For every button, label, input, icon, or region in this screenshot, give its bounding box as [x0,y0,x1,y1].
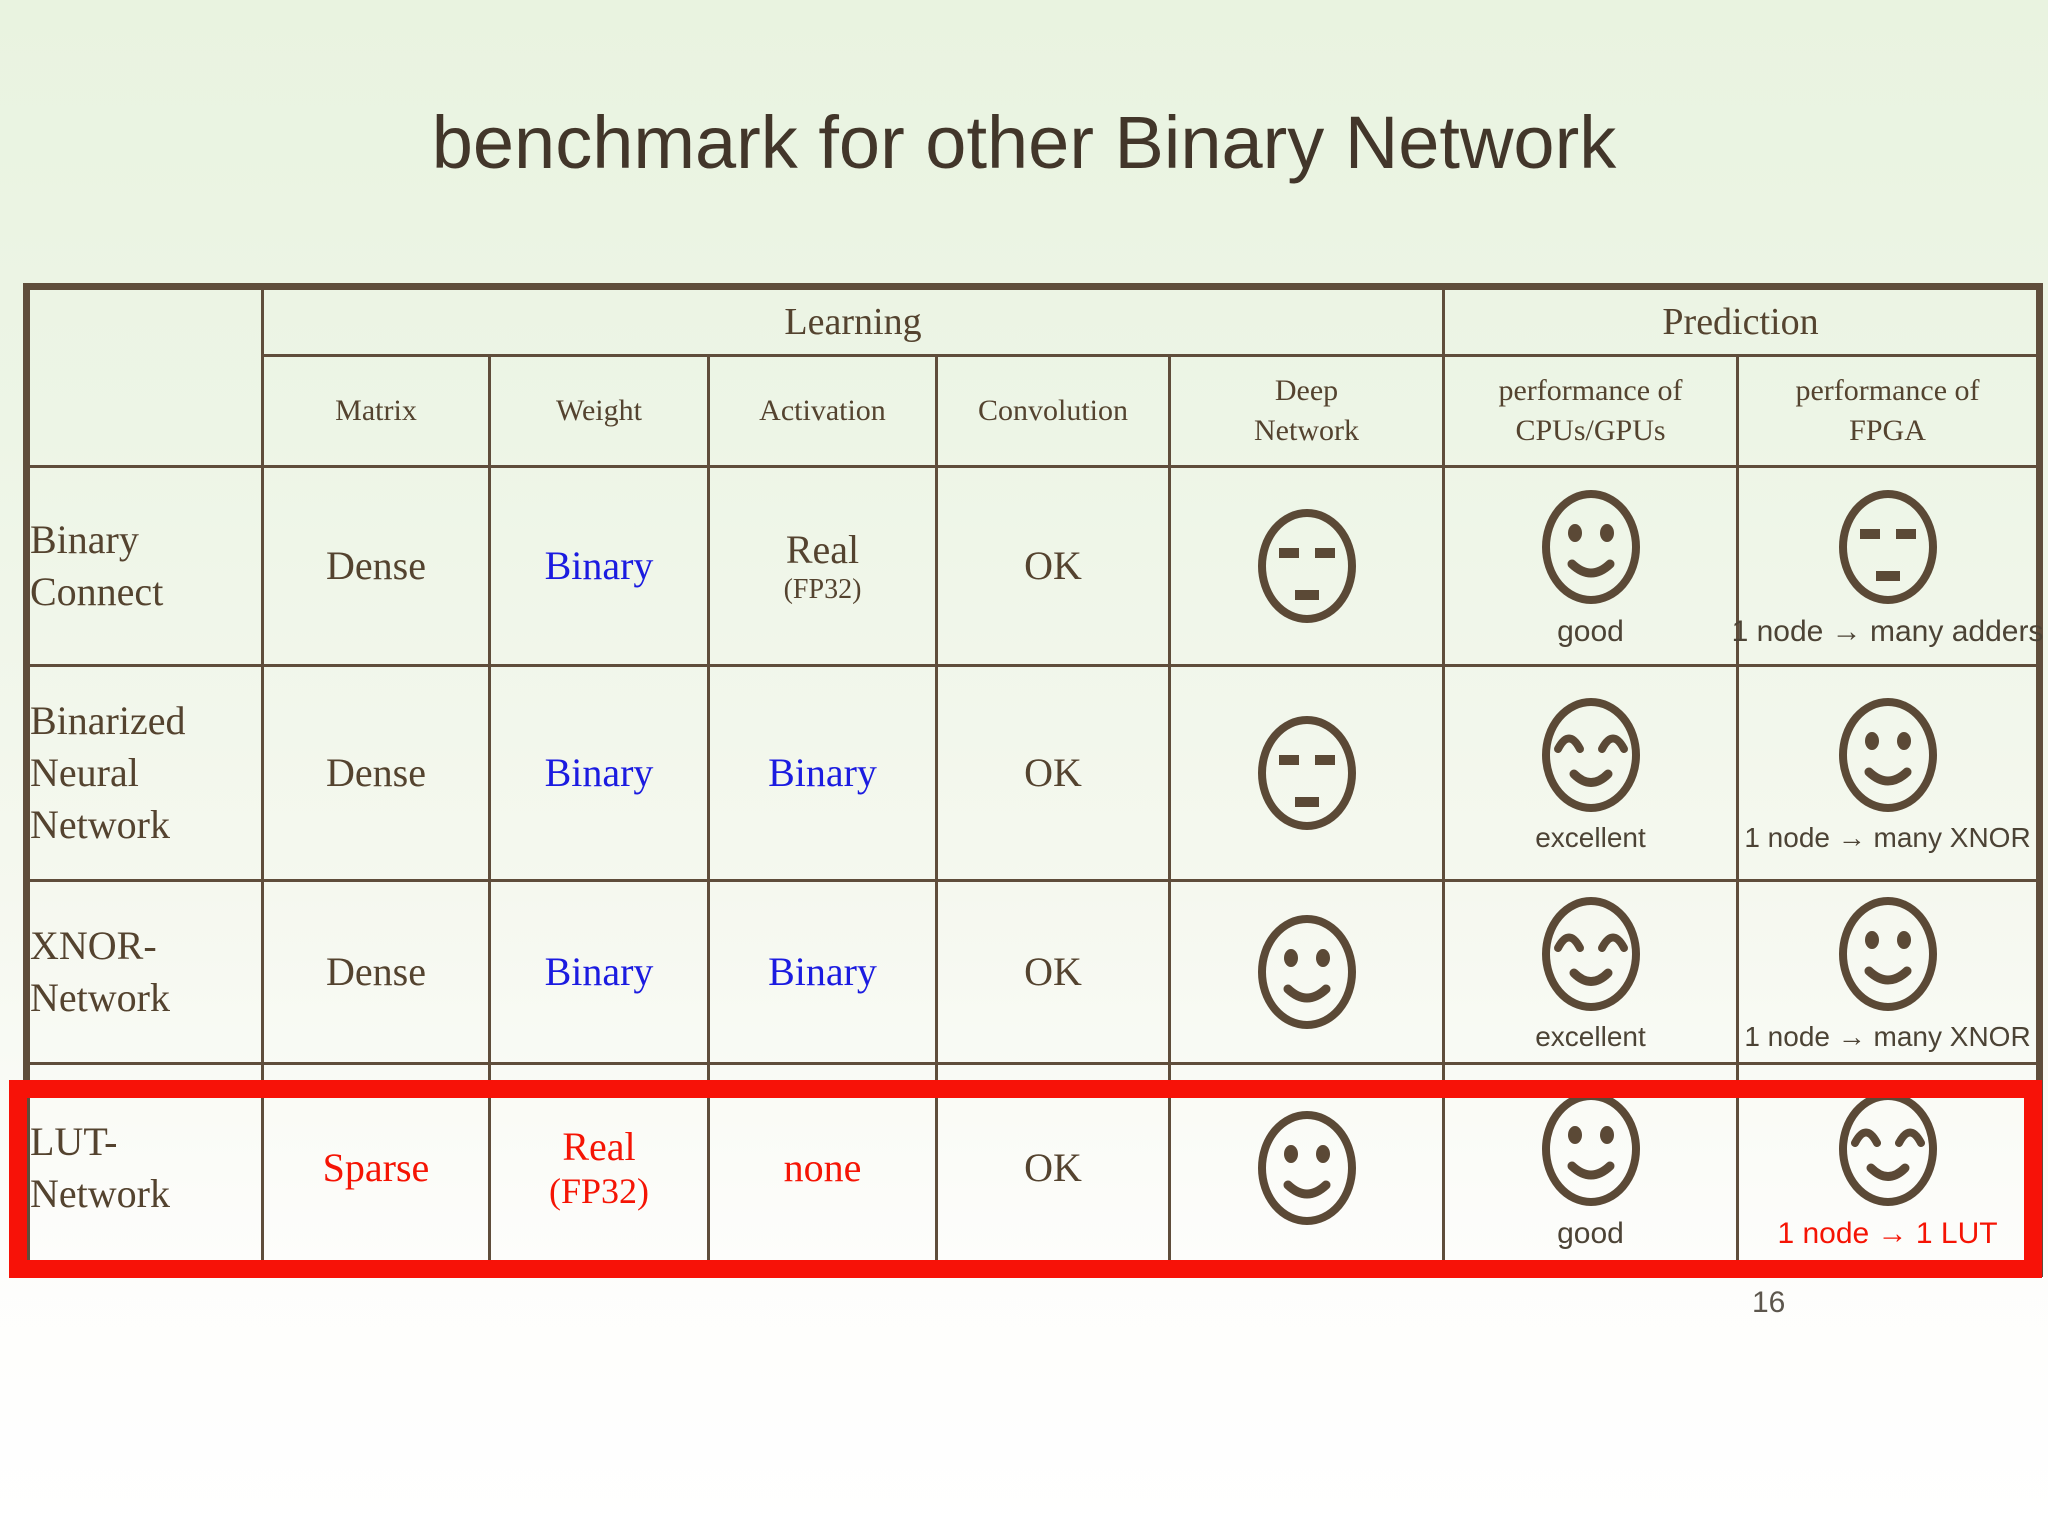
table-row-xnor-network: XNOR- Network Dense Binary Binary OK exc… [25,879,2042,1065]
cell-convolution: OK [935,1062,1171,1275]
smile-face-icon [1171,1105,1442,1231]
cell-matrix: Dense [261,879,491,1065]
cell-cpus-gpus: excellent [1442,879,1739,1065]
cell-deep-network [1168,465,1445,667]
face-label: excellent [1535,1021,1646,1053]
column-header-weight: Weight [488,354,710,468]
row-label-binary-connect: Binary Connect [25,465,264,667]
cell-cpus-gpus: good [1442,465,1739,667]
cell-convolution: OK [935,664,1171,882]
cell-weight: Binary [488,879,710,1065]
benchmark-table: Learning Prediction Matrix Weight Activa… [23,283,2043,1277]
face-label: good [1557,615,1624,648]
table-corner-cell [25,285,264,468]
cell-deep-network [1168,879,1445,1065]
cell-weight: Binary [488,664,710,882]
table-row-binary-connect: Binary Connect Dense Binary Real(FP32) O… [25,465,2043,667]
happy-face-icon [1539,692,1643,818]
group-header-prediction: Prediction [1441,285,2042,357]
cell-fpga: 1 node → 1 LUT [1735,1062,2042,1275]
neutral-face-icon [1171,710,1442,836]
face-label: 1 node → many XNOR [1744,1021,2031,1053]
cell-activation: Binary [707,664,938,882]
cell-activation: none [707,1062,938,1275]
table-row-lut-network: LUT- Network Sparse Real(FP32) none OK g… [25,1062,2042,1275]
face-label: 1 node → many adders [1731,615,2044,648]
column-header-fpga: performance of FPGA [1735,354,2042,468]
column-header-convolution: Convolution [935,354,1171,468]
cell-deep-network [1168,1062,1445,1275]
cell-weight: Binary [488,465,710,667]
column-header-deep-network: Deep Network [1168,354,1445,468]
cell-matrix: Sparse [261,1062,491,1275]
cell-fpga: 1 node → many adders [1732,465,2043,667]
cell-activation: Binary [707,879,938,1065]
page-title: benchmark for other Binary Network [431,101,1617,184]
face-label: excellent [1535,822,1646,854]
row-label-lut-network: LUT- Network [25,1062,264,1275]
happy-face-icon [1836,1086,1940,1212]
cell-deep-network [1168,664,1445,882]
cell-convolution: OK [935,465,1171,667]
smile-face-icon [1836,891,1940,1017]
face-label: 1 node → 1 LUT [1777,1216,1998,1250]
cell-cpus-gpus: excellent [1442,664,1739,882]
face-label: good [1557,1216,1624,1250]
smile-face-icon [1539,1086,1643,1212]
neutral-face-icon [1836,484,1940,610]
neutral-face-icon [1171,503,1442,629]
smile-face-icon [1539,484,1643,610]
smile-face-icon [1171,909,1442,1035]
face-label: 1 node → many XNOR [1744,822,2031,854]
cell-fpga: 1 node → many XNOR [1735,664,2042,882]
group-header-learning: Learning [261,285,1445,357]
cell-cpus-gpus: good [1442,1062,1739,1275]
cell-activation: Real(FP32) [707,465,938,667]
cell-convolution: OK [935,879,1171,1065]
cell-matrix: Dense [261,465,491,667]
cell-fpga: 1 node → many XNOR [1735,879,2042,1065]
column-header-row: Matrix Weight Activation Convolution Dee… [27,354,2042,468]
row-label-xnor-network: XNOR- Network [25,879,264,1065]
row-label-binarized-neural-network: Binarized Neural Network [25,664,264,882]
group-header-row: Learning Prediction [25,285,2042,468]
page-number: 16 [1752,1286,1786,1319]
cell-weight: Real(FP32) [488,1062,710,1275]
column-header-activation: Activation [707,354,938,468]
column-header-cpus-gpus: performance of CPUs/GPUs [1442,354,1739,468]
table-row-binarized-neural-network: Binarized Neural Network Dense Binary Bi… [25,664,2042,882]
column-header-matrix: Matrix [261,354,491,468]
happy-face-icon [1539,891,1643,1017]
cell-matrix: Dense [261,664,491,882]
smile-face-icon [1836,692,1940,818]
